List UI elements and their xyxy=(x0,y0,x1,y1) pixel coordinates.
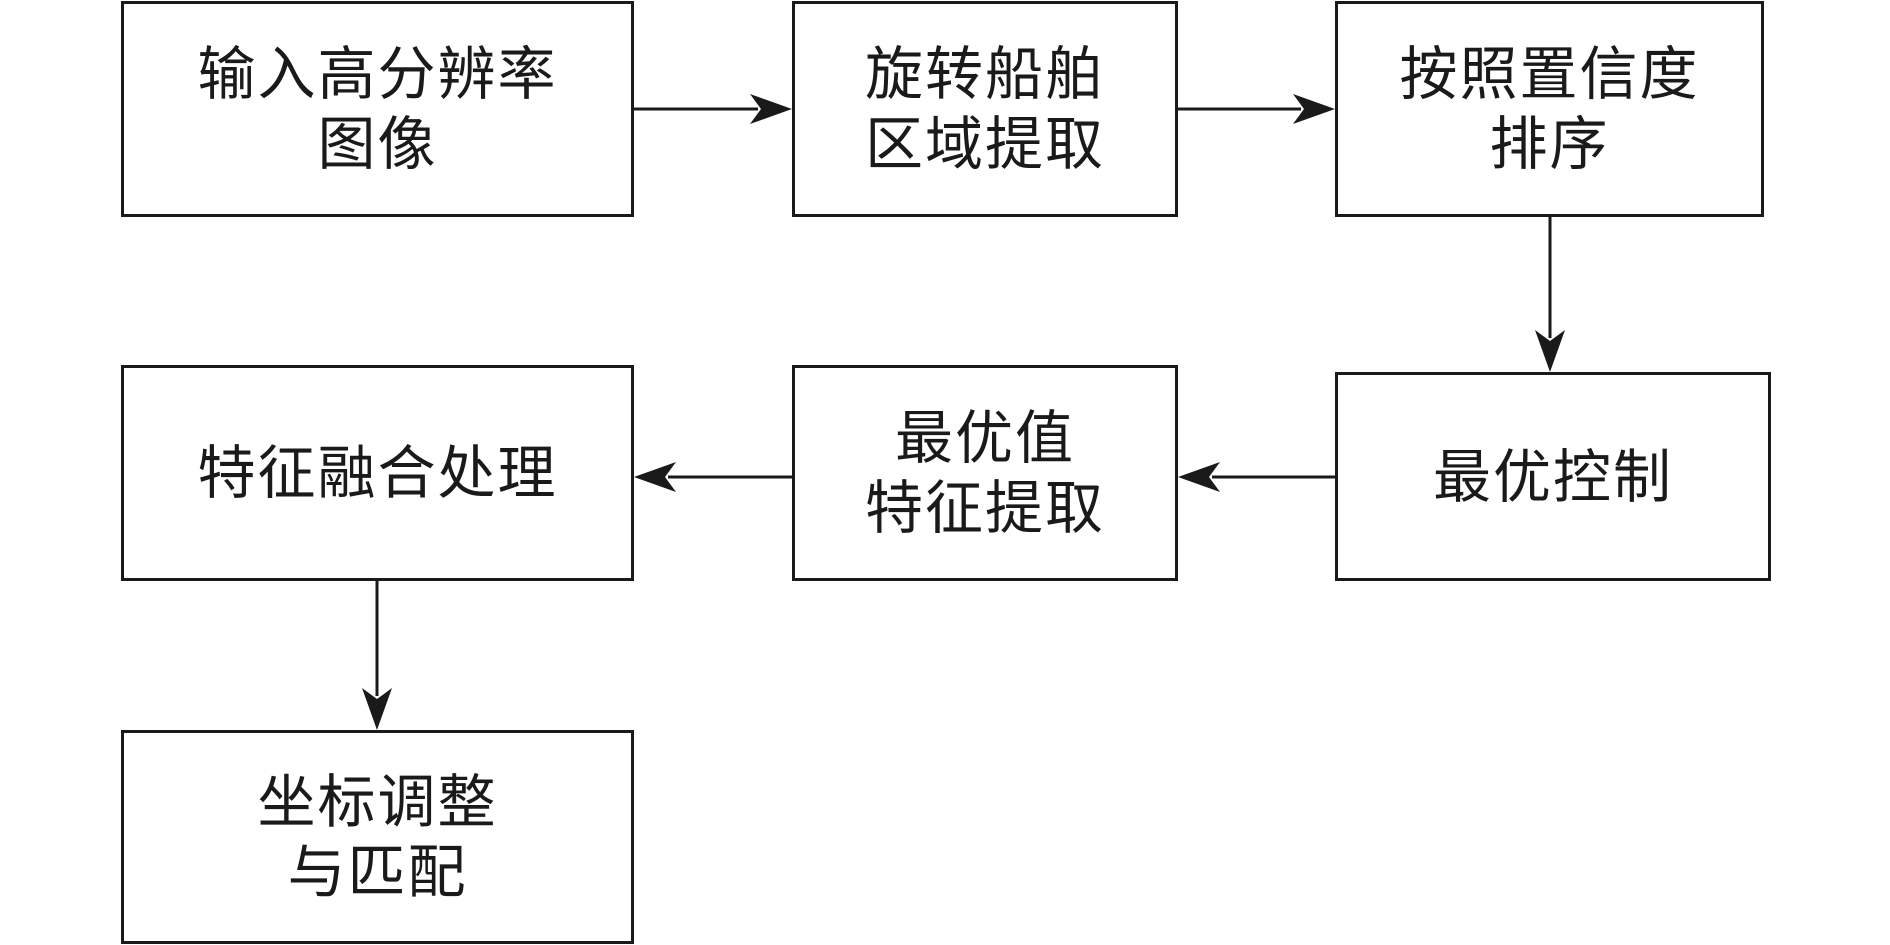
node-label-line: 特征提取 xyxy=(864,474,1105,542)
node-optimal-control: 最优控制 xyxy=(1335,372,1771,581)
node-label-line: 最优值 xyxy=(894,404,1075,472)
node-coordinate-matching: 坐标调整 与匹配 xyxy=(121,730,634,944)
node-label-line: 特征融合处理 xyxy=(197,439,558,507)
node-region-extraction: 旋转船舶 区域提取 xyxy=(792,1,1178,217)
arrow-head xyxy=(750,94,792,124)
node-label-line: 与匹配 xyxy=(287,838,468,906)
arrow-head xyxy=(1178,462,1220,492)
arrow-head xyxy=(1535,330,1565,372)
node-label-line: 区域提取 xyxy=(864,110,1105,178)
node-label-line: 最优控制 xyxy=(1432,442,1673,511)
arrow-head xyxy=(362,688,392,730)
node-label-line: 输入高分辨率 xyxy=(197,40,558,108)
node-label-line: 按照置信度 xyxy=(1399,40,1700,108)
node-input-image: 输入高分辨率 图像 xyxy=(121,1,634,217)
arrow-n1-to-n2 xyxy=(634,94,792,124)
node-label-line: 坐标调整 xyxy=(257,768,498,836)
arrow-n3-to-n4 xyxy=(1535,217,1565,372)
node-label-line: 排序 xyxy=(1489,110,1610,178)
arrow-n6-to-n7 xyxy=(362,581,392,730)
arrow-n4-to-n5 xyxy=(1178,462,1335,492)
node-label-line: 旋转船舶 xyxy=(864,40,1105,108)
arrow-n2-to-n3 xyxy=(1178,94,1335,124)
arrow-n5-to-n6 xyxy=(634,462,792,492)
node-label-line: 图像 xyxy=(317,110,438,178)
node-feature-fusion: 特征融合处理 xyxy=(121,365,634,581)
node-confidence-sort: 按照置信度 排序 xyxy=(1335,1,1764,217)
node-optimal-feature-extraction: 最优值 特征提取 xyxy=(792,365,1178,581)
arrow-head xyxy=(1293,94,1335,124)
arrow-head xyxy=(634,462,676,492)
